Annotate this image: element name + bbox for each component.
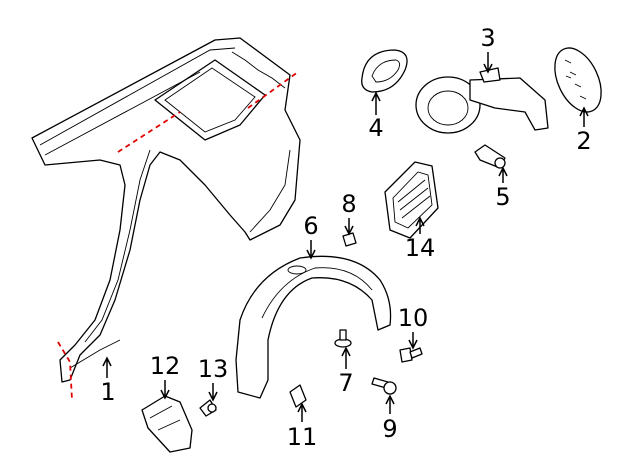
pressure-vent <box>384 161 439 239</box>
callout-12: 12 <box>149 352 181 380</box>
fuel-door <box>554 47 602 113</box>
bracket-12 <box>141 395 193 453</box>
callout-10: 10 <box>397 304 429 332</box>
callout-9: 9 <box>382 415 398 443</box>
fuel-filler-housing <box>415 67 549 134</box>
push-pin-7 <box>334 329 352 348</box>
quarter-panel <box>31 37 301 383</box>
callout-13: 13 <box>197 355 229 383</box>
callout-4: 4 <box>368 114 384 142</box>
screw-10 <box>399 347 423 363</box>
callout-7: 7 <box>338 369 354 397</box>
callout-2: 2 <box>576 127 592 155</box>
callout-5: 5 <box>495 183 511 211</box>
callout-1: 1 <box>100 378 116 406</box>
callout-6: 6 <box>303 212 319 240</box>
callout-8: 8 <box>341 190 357 218</box>
clip-13 <box>199 399 217 417</box>
bolt-9 <box>371 377 397 395</box>
fuel-door-actuator <box>474 144 506 169</box>
callout-14: 14 <box>404 234 436 262</box>
callout-11: 11 <box>286 423 318 451</box>
leader-arrows <box>102 52 589 422</box>
cut-lines <box>57 71 299 401</box>
nut-11 <box>289 384 307 408</box>
clip-8 <box>342 232 357 247</box>
callout-3: 3 <box>480 24 496 52</box>
seal-ring <box>361 49 408 93</box>
wheelhouse-liner <box>235 255 392 399</box>
